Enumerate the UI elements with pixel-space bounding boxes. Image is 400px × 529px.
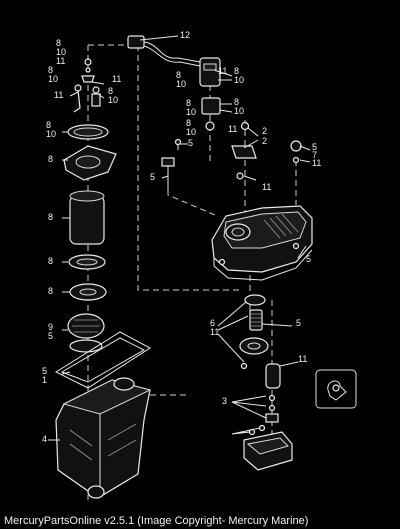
vapor-separator-housing — [211, 205, 313, 281]
exploded-parts-diagram: 12 8 10 11 8 10 11 11 8 10 8 10 11 8 10 … — [42, 30, 357, 500]
callout-number: 8 — [186, 98, 191, 108]
callout-number: 8 — [176, 70, 181, 80]
fuel-bowl-gasket — [54, 331, 151, 389]
callout-number: 11 — [262, 182, 271, 192]
callout-number: 5 — [188, 138, 193, 148]
callout-number: 2 — [262, 136, 267, 146]
callout-number: 8 — [234, 97, 239, 107]
callout-number: 5 — [306, 254, 311, 264]
callout-number: 6 — [210, 318, 215, 328]
callout-number: 11 — [298, 354, 307, 364]
callout-number: 11 — [312, 158, 321, 168]
callout-number: 1 — [42, 375, 47, 385]
detail-inset — [315, 369, 357, 409]
left-column-parts — [63, 58, 117, 353]
callout-number: 8 — [48, 256, 53, 266]
callout-number: 10 — [56, 47, 66, 57]
check-valve-parts — [243, 363, 293, 471]
callout-number: 8 — [234, 66, 239, 76]
float-valve-parts — [239, 294, 269, 370]
callout-number: 5 — [312, 142, 317, 152]
callout-number: 3 — [222, 396, 227, 406]
callout-number: 8 — [48, 65, 53, 75]
callout-number: 12 — [180, 30, 190, 40]
callout-number: 5 — [42, 366, 47, 376]
callout-number: 8 — [48, 286, 53, 296]
callout-number: 7 — [312, 150, 317, 160]
callout-number: 2 — [262, 126, 267, 136]
callout-number: 10 — [108, 95, 118, 105]
callout-number: 8 — [48, 212, 53, 222]
callout-number: 8 — [46, 120, 51, 130]
callout-number: 4 — [42, 434, 47, 444]
wiring-harness-connector — [127, 35, 201, 67]
callout-number: 10 — [186, 127, 196, 137]
callout-number: 11 — [218, 66, 227, 76]
callout-number: 8 — [186, 118, 191, 128]
injector-assembly — [161, 57, 302, 190]
callout-number: 10 — [48, 74, 58, 84]
callout-number: 5 — [296, 318, 301, 328]
callout-number: 10 — [46, 129, 56, 139]
callout-number: 11 — [54, 90, 63, 100]
callout-number: 5 — [150, 172, 155, 182]
callout-number: 10 — [186, 107, 196, 117]
callout-number: 8 — [108, 86, 113, 96]
callout-number: 5 — [48, 331, 53, 341]
callout-number: 11 — [56, 56, 65, 66]
callout-number: 9 — [48, 322, 53, 332]
callout-number: 10 — [234, 106, 244, 116]
callout-number: 8 — [56, 38, 61, 48]
leader-lines — [48, 35, 311, 441]
fuel-bowl — [55, 377, 152, 499]
callout-number: 11 — [112, 74, 121, 84]
callout-number: 11 — [228, 124, 237, 134]
callout-number: 11 — [210, 327, 219, 337]
callout-number: 8 — [48, 154, 53, 164]
callout-number: 10 — [234, 75, 244, 85]
callout-number: 10 — [176, 79, 186, 89]
callout-labels: 12 8 10 11 8 10 11 11 8 10 8 10 11 8 10 … — [42, 30, 321, 444]
image-caption: MercuryPartsOnline v2.5.1 (Image Copyrig… — [4, 515, 309, 527]
